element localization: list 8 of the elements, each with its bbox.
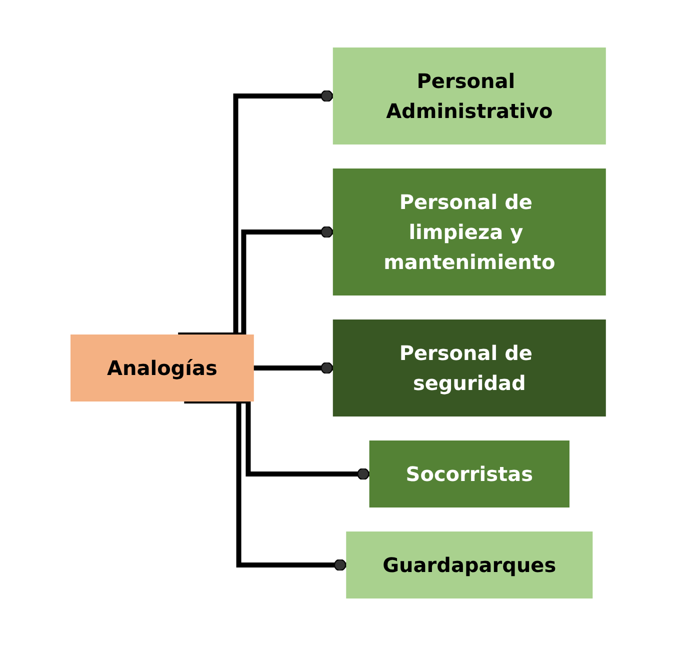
node-box: Personal Administrativo: [333, 47, 606, 144]
node-box: Guardaparques: [346, 531, 593, 598]
connector: [254, 361, 334, 374]
connector: [178, 89, 334, 337]
node-box: Personal de limpieza y mantenimiento: [333, 168, 606, 295]
node-box: Analogías: [70, 334, 254, 401]
node-box: Socorristas: [370, 440, 570, 507]
node-box: Personal de seguridad: [333, 319, 606, 416]
